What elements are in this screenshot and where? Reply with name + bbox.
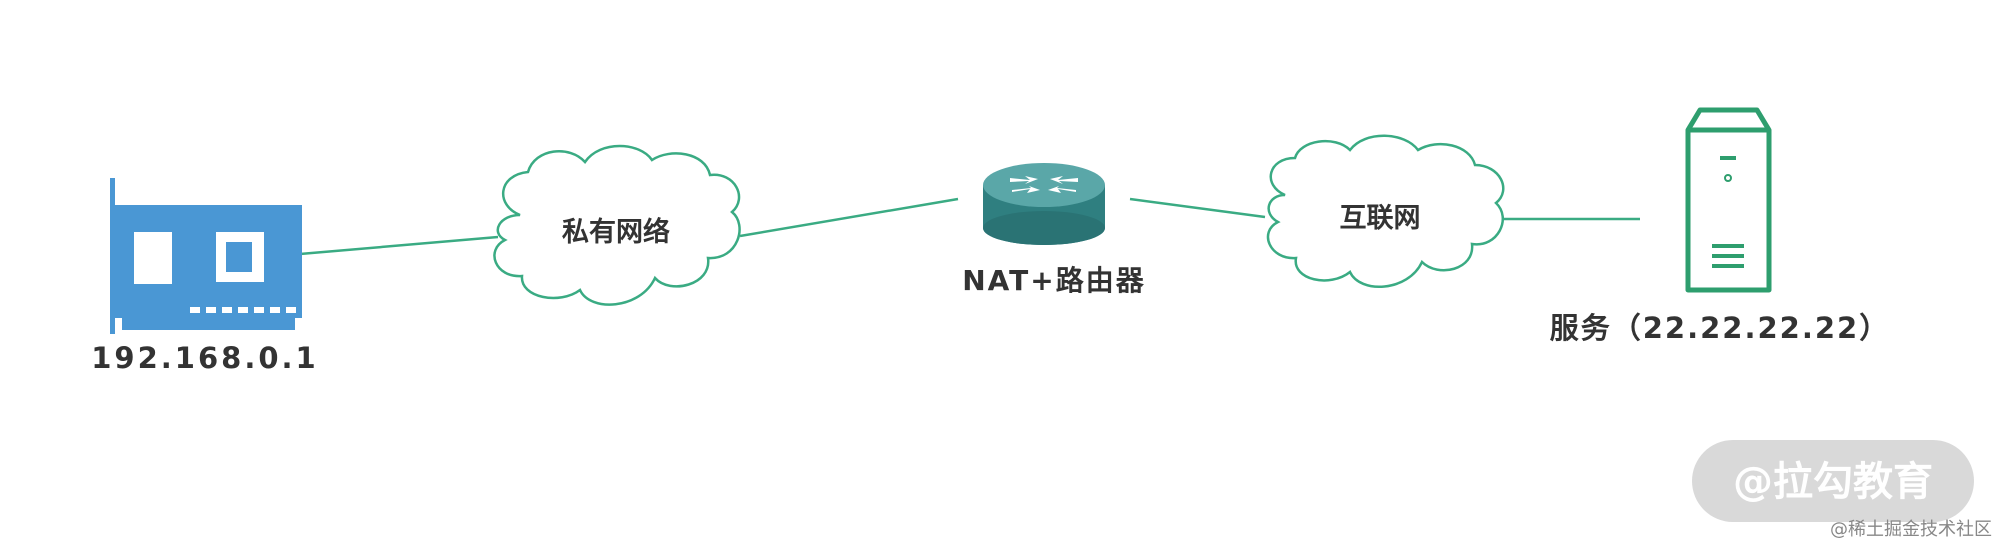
router-icon bbox=[983, 163, 1105, 245]
cloud-icon bbox=[1266, 134, 1505, 288]
server-label: 服务（22.22.22.22） bbox=[1550, 311, 1890, 345]
router-label: NAT+路由器 bbox=[962, 264, 1146, 297]
watermark-text: @拉勾教育 bbox=[1733, 459, 1933, 505]
cloud-icon bbox=[493, 144, 741, 306]
internet-cloud: 互联网 bbox=[1266, 134, 1505, 288]
nic-ip-label: 192.168.0.1 bbox=[91, 341, 318, 375]
watermark: @拉勾教育 bbox=[1692, 440, 1974, 522]
private-network-label: 私有网络 bbox=[562, 216, 670, 248]
private-network-cloud: 私有网络 bbox=[493, 144, 741, 306]
internet-label: 互联网 bbox=[1340, 203, 1421, 234]
server-icon bbox=[1685, 107, 1772, 293]
link-nic-private bbox=[299, 235, 499, 256]
connection-lines bbox=[299, 197, 1640, 256]
link-router-internet bbox=[1129, 197, 1266, 219]
network-card-icon bbox=[110, 178, 302, 334]
source-credit: @稀土掘金技术社区 bbox=[1830, 519, 1992, 540]
link-private-router bbox=[739, 197, 959, 238]
